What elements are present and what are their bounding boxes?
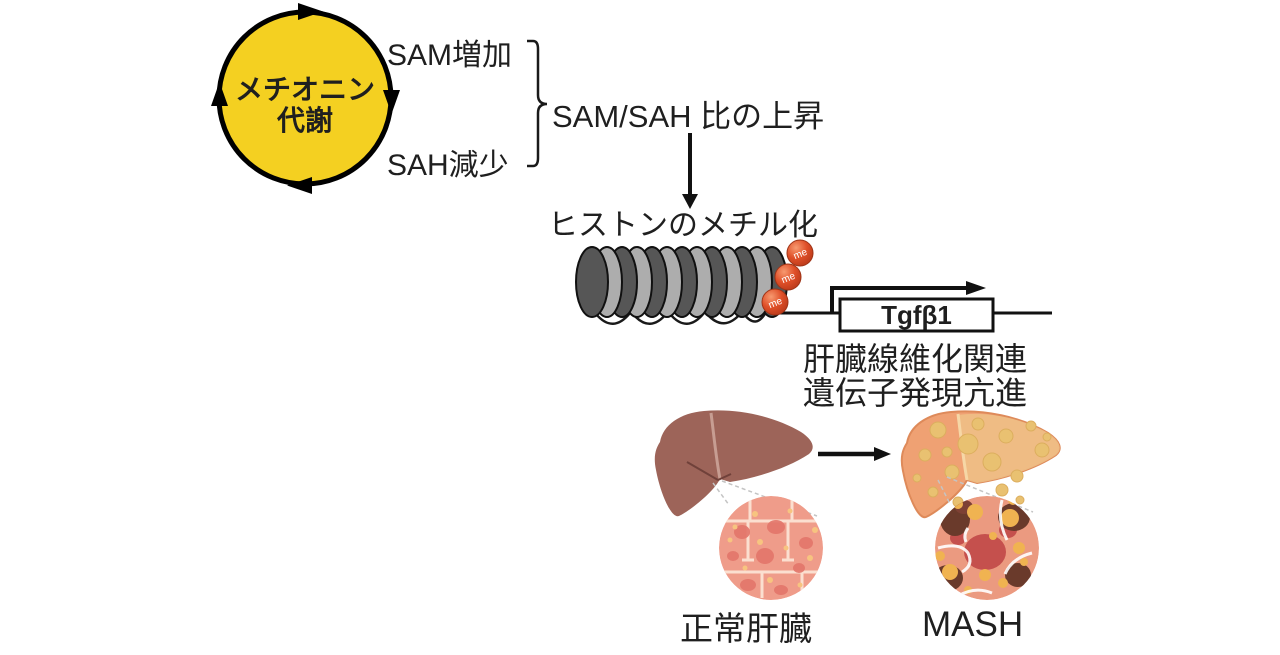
magnifier-lines-mash xyxy=(937,476,1034,513)
down-arrow-icon xyxy=(682,133,698,209)
normal-liver-icon xyxy=(654,410,813,517)
mash-histology-icon xyxy=(935,496,1039,600)
cycle-label-line1: メチオニン xyxy=(234,74,375,105)
cycle-arrow-right-icon xyxy=(383,90,400,114)
fibrosis-caption-line1: 肝臓線維化関連 xyxy=(803,341,1028,377)
methyl-group-icons: me me me xyxy=(761,239,814,316)
histone-methylation-label: ヒストンのメチル化 xyxy=(548,209,818,242)
gene-name-label: Tgfβ1 xyxy=(881,299,952,330)
me-label: me xyxy=(767,296,784,312)
cycle-arrow-top-icon xyxy=(298,3,323,20)
methionine-cycle-label: メチオニン 代謝 xyxy=(218,74,392,137)
sah-decrease-label: SAH減少 xyxy=(387,149,509,182)
progression-arrow-icon xyxy=(818,447,891,461)
normal-liver-label: 正常肝臓 xyxy=(680,610,812,647)
methionine-cycle-icon xyxy=(211,3,400,194)
mash-liver-icon xyxy=(900,410,1061,519)
me-label: me xyxy=(780,271,797,287)
me-label: me xyxy=(792,247,809,263)
cycle-label-line2: 代謝 xyxy=(276,105,333,137)
cycle-arrow-bottom-icon xyxy=(287,177,312,194)
brace-icon xyxy=(527,39,548,168)
sam-increase-label: SAM増加 xyxy=(387,39,513,72)
fibrosis-caption-line2: 遺伝子発現亢進 xyxy=(803,375,1028,411)
gene-locus-icon xyxy=(830,281,1052,333)
mash-label: MASH xyxy=(922,605,1024,644)
sam-sah-ratio-label: SAM/SAH 比の上昇 xyxy=(552,99,825,134)
cycle-arrow-left-icon xyxy=(211,82,228,106)
normal-histology-icon xyxy=(719,496,823,600)
